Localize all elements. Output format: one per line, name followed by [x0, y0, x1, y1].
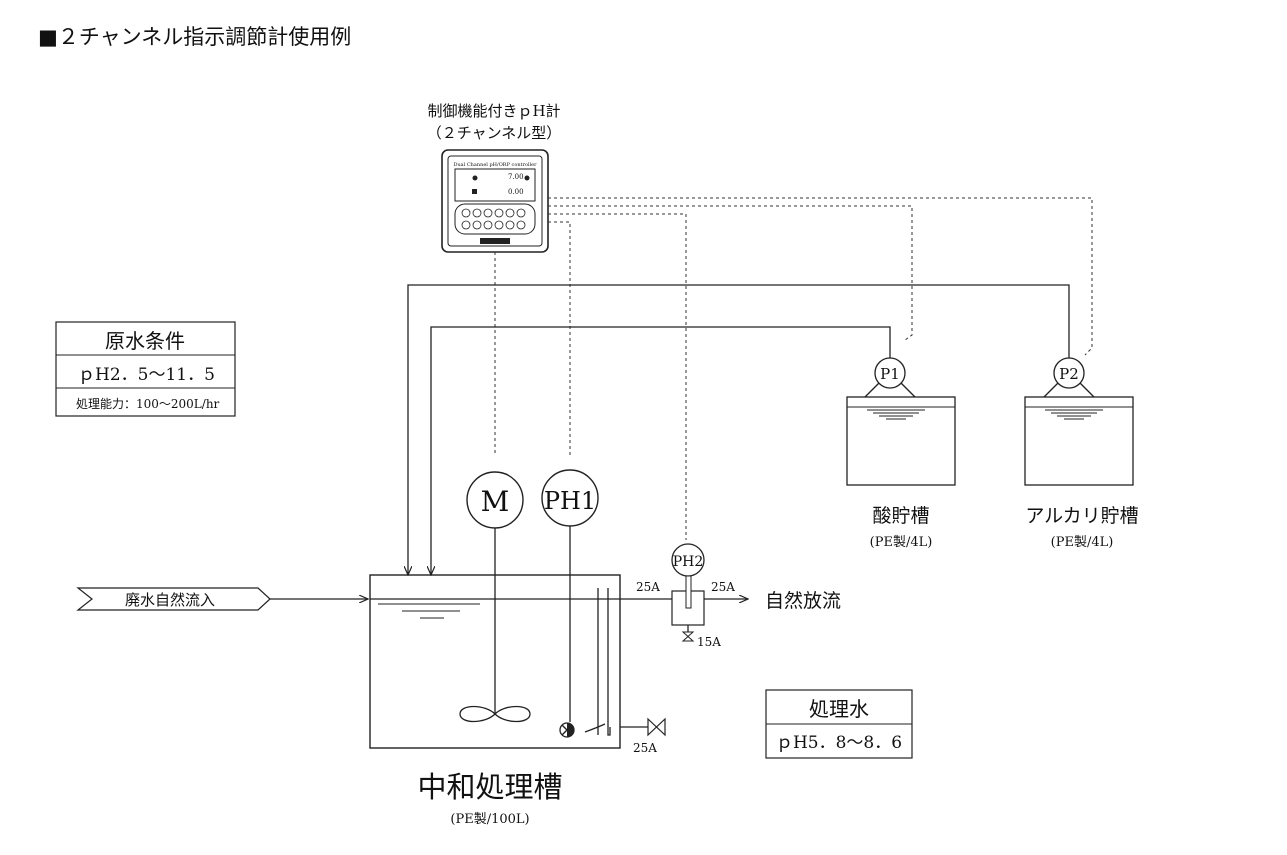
drain-valve	[647, 717, 666, 737]
outlet-flow-label: 自然放流	[765, 590, 841, 612]
signal-lines	[494, 197, 1093, 540]
ph-controller-device: Dual Channel pH/ORP controller 7.00 0.00	[441, 149, 549, 253]
inlet-flow: 廃水自然流入	[76, 587, 368, 611]
treated-water-header: 処理水	[809, 697, 869, 721]
ph2-pipe-size: 15A	[697, 635, 721, 649]
tank-overflow-arrow	[584, 723, 606, 733]
controller-label-line1: 制御機能付きｐH計	[427, 102, 560, 120]
drain-pipe-size: 25A	[633, 741, 657, 755]
main-tank-spec: (PE製/100L)	[450, 812, 529, 827]
ph2-label: PH2	[673, 554, 704, 570]
treated-water-ph: ｐH5．8～8．6	[776, 733, 902, 753]
controller-panel-text: Dual Channel pH/ORP controller	[453, 162, 537, 168]
ph1-label: PH1	[544, 487, 596, 515]
inlet-flow-label: 廃水自然流入	[125, 591, 215, 609]
acid-tank-name: 酸貯槽	[872, 505, 929, 527]
controller-display-value2: 0.00	[508, 188, 524, 196]
controller-keypad	[454, 203, 536, 235]
neutralization-tank: 25A	[369, 574, 666, 755]
alkali-tank	[1024, 396, 1134, 486]
diagram-title: ■２チャンネル指示調節計使用例	[38, 25, 351, 49]
controller-display-value1: 7.00	[508, 173, 524, 181]
treated-water-table: 処理水 ｐH5．8～8．6	[765, 689, 913, 759]
chemical-feed-pipes	[408, 284, 1070, 575]
outlet-flow: 自然放流 25A 25A	[370, 580, 841, 612]
main-tank-name: 中和処理槽	[417, 770, 562, 804]
acid-pump-tank: P1 酸貯槽 (PE製/4L)	[846, 357, 956, 550]
pipe-size-25a-right: 25A	[711, 580, 735, 594]
pipe-size-25a-left: 25A	[636, 580, 660, 594]
pump-p2	[1053, 357, 1085, 389]
alkali-tank-spec: (PE製/4L)	[1051, 535, 1114, 550]
raw-water-header: 原水条件	[105, 329, 185, 353]
ph2-sensor: PH2 15A	[671, 543, 721, 649]
controller-label-line2: （２チャンネル型）	[427, 124, 562, 142]
raw-water-conditions-table: 原水条件 ｐH2．5～11．5 処理能力：100～200L/hr	[55, 321, 236, 417]
pump-p1-label: P1	[880, 365, 900, 383]
raw-water-ph: ｐH2．5～11．5	[78, 365, 215, 385]
mixer-motor-label: M	[481, 485, 510, 518]
alkali-pump-tank: P2 アルカリ貯槽 (PE製/4L)	[1024, 357, 1139, 550]
pump-p1	[874, 357, 906, 389]
pump-p2-label: P2	[1059, 365, 1079, 383]
mixer-impeller	[459, 705, 531, 723]
alkali-tank-name: アルカリ貯槽	[1025, 505, 1138, 527]
acid-tank-spec: (PE製/4L)	[870, 535, 933, 550]
mixer: M	[459, 471, 531, 723]
acid-tank	[846, 396, 956, 486]
controller-display	[454, 168, 536, 202]
ph1-sensor: PH1	[541, 469, 599, 738]
raw-water-capacity: 処理能力：100～200L/hr	[76, 397, 220, 411]
inlet-flow-tag	[76, 587, 271, 611]
